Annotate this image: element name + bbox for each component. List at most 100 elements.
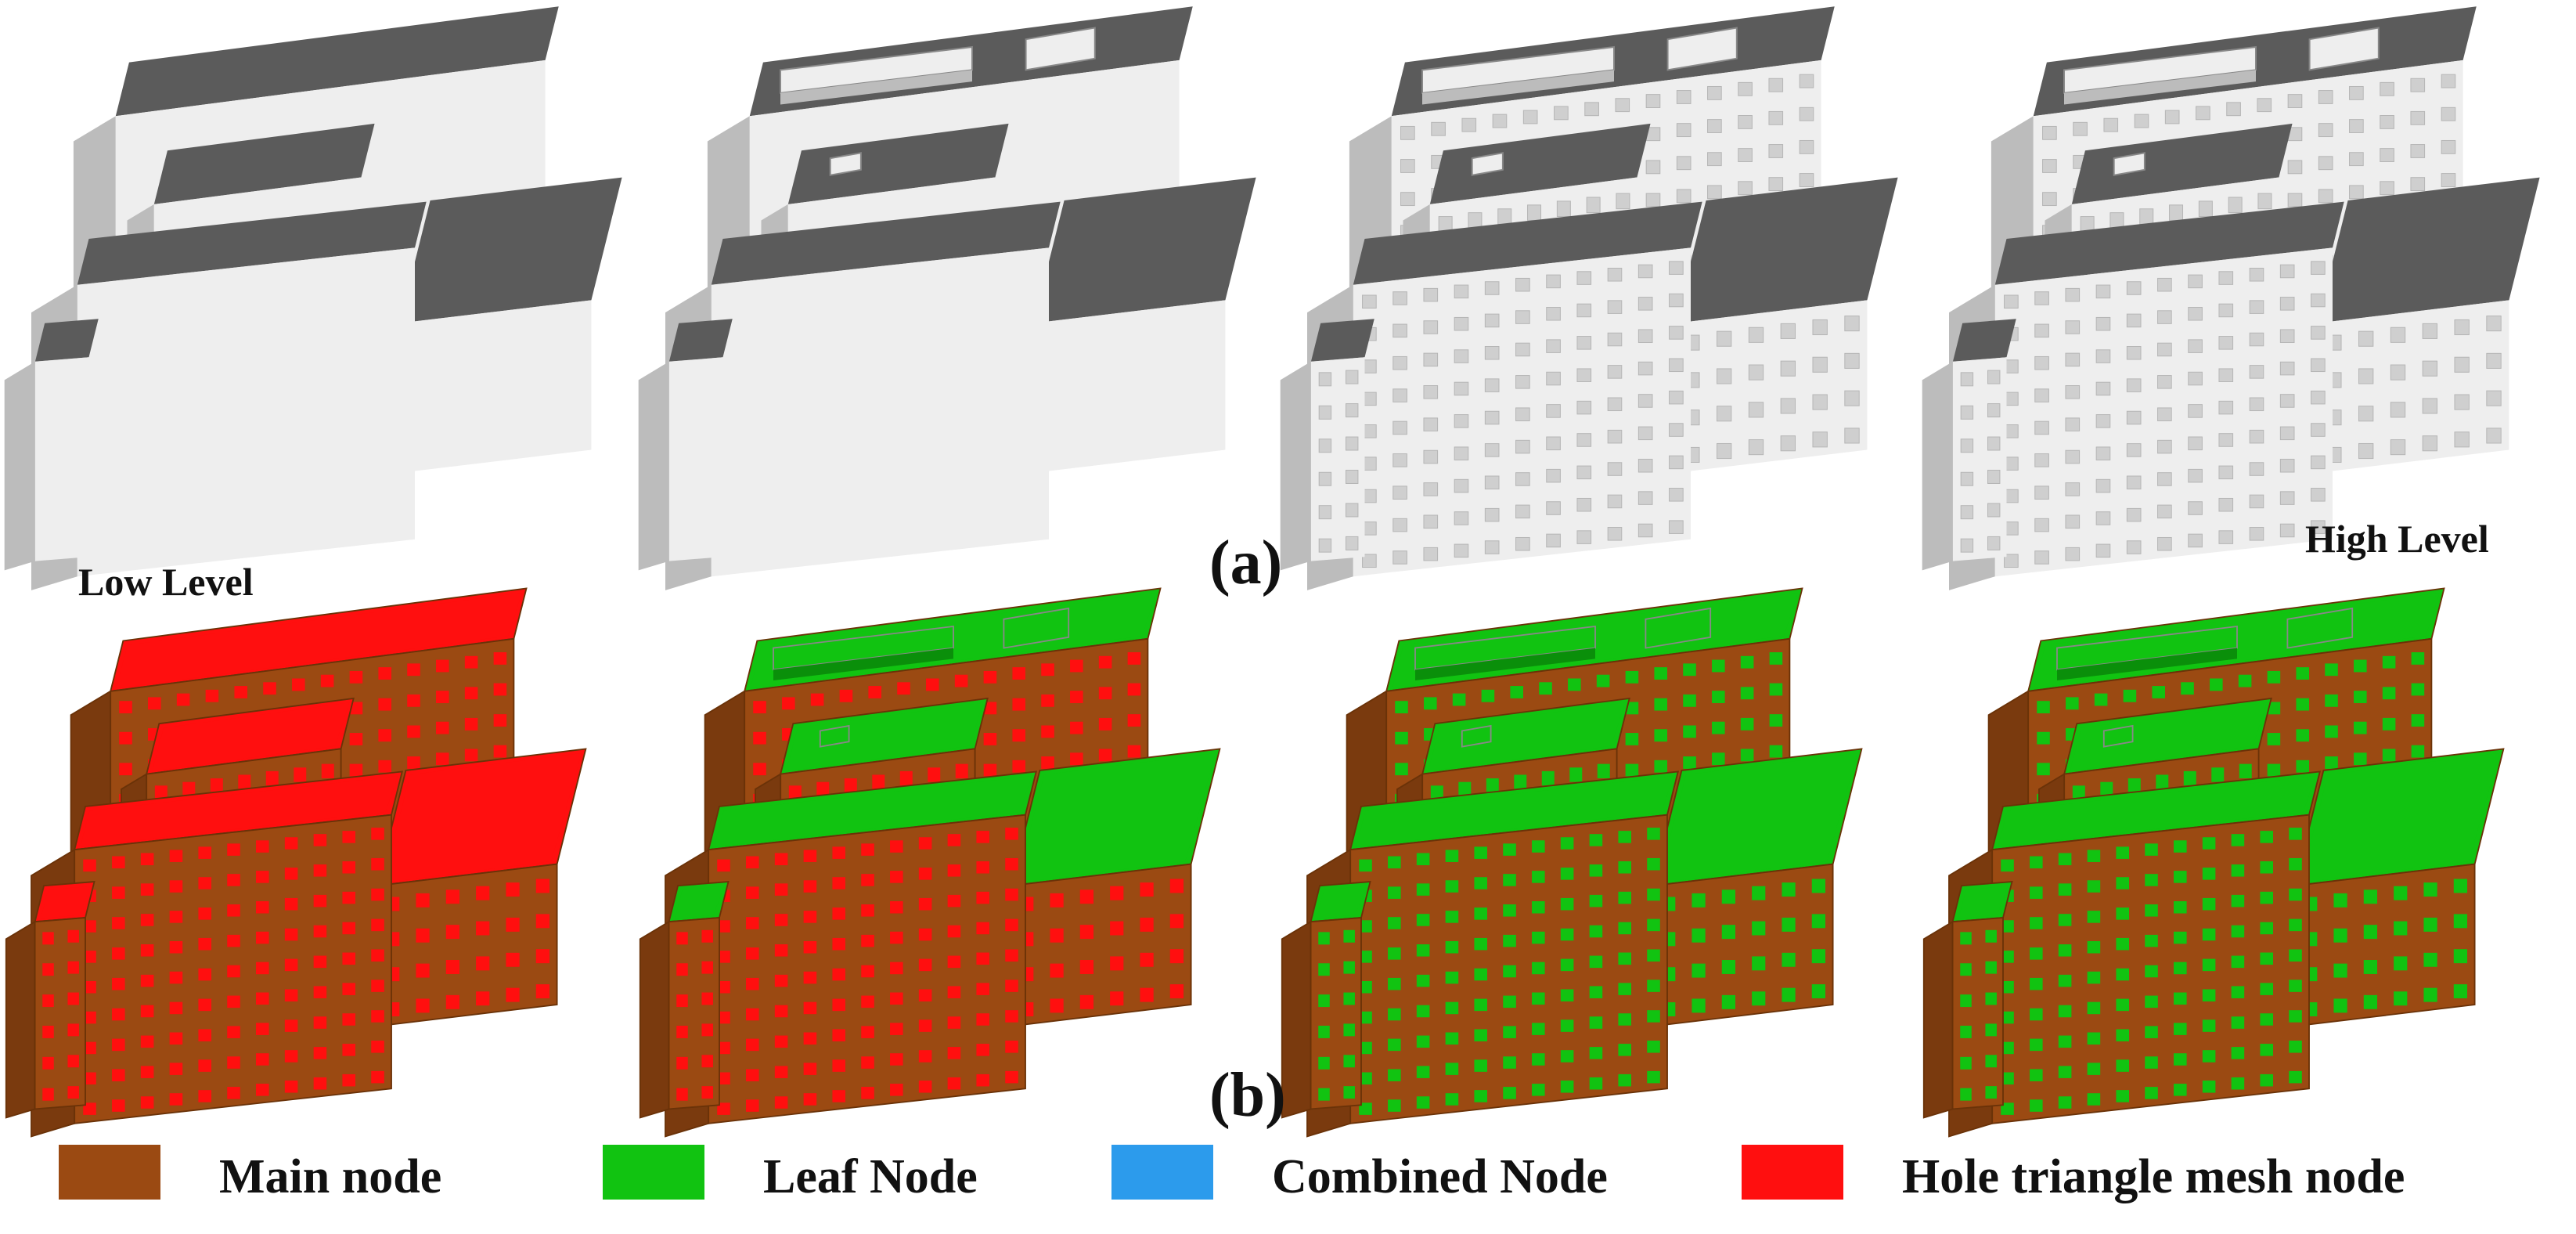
window: [1012, 729, 1025, 742]
window: [42, 963, 54, 976]
window: [493, 683, 507, 696]
window: [1416, 944, 1430, 957]
rooftop-unit: [2056, 625, 2238, 671]
window: [234, 686, 247, 698]
roof-inner: [2300, 752, 2499, 883]
window: [701, 929, 713, 943]
roof-inner: [714, 775, 1032, 847]
window: [2486, 316, 2502, 332]
window: [42, 994, 54, 1008]
row-a-lod-buildings: [4, 6, 2540, 590]
window: [2087, 1063, 2101, 1075]
window: [2116, 907, 2129, 920]
window: [205, 689, 219, 702]
window: [1740, 717, 1754, 731]
window: [2423, 987, 2437, 1002]
window: [1683, 694, 1696, 707]
window: [1748, 327, 1764, 343]
window: [2001, 859, 2014, 872]
window: [1615, 98, 1630, 113]
window: [1079, 889, 1094, 904]
window: [1669, 390, 1684, 405]
side-face: [1922, 361, 1953, 571]
window: [890, 871, 903, 883]
window: [2139, 208, 2154, 225]
window: [2058, 1035, 2072, 1048]
window: [265, 770, 279, 786]
window: [464, 717, 478, 731]
window: [2453, 949, 2468, 964]
window: [1676, 189, 1692, 204]
front-face: [2317, 300, 2509, 473]
window: [1546, 468, 1561, 483]
window: [1388, 1069, 1401, 1081]
window: [2390, 439, 2406, 456]
window: [774, 853, 788, 866]
window: [1769, 714, 1783, 727]
window: [349, 670, 363, 684]
window: [1645, 94, 1661, 108]
window: [1140, 917, 1154, 932]
window: [67, 1023, 79, 1037]
window: [169, 1001, 183, 1015]
window: [1050, 963, 1064, 978]
window: [2260, 952, 2273, 965]
window: [2001, 1041, 2014, 1055]
window: [1987, 370, 2001, 384]
window: [2296, 667, 2309, 680]
roof-inner: [674, 886, 724, 919]
window: [342, 831, 355, 843]
window: [119, 701, 132, 714]
window: [1637, 297, 1653, 311]
window: [1454, 414, 1469, 428]
window: [1359, 1041, 1372, 1055]
window: [256, 900, 269, 914]
window: [2363, 889, 2378, 904]
window: [2095, 381, 2111, 396]
window: [1738, 81, 1753, 96]
window: [284, 1081, 298, 1093]
window: [832, 937, 845, 951]
window: [227, 1026, 240, 1038]
window: [1474, 937, 1487, 951]
window: [1960, 471, 1974, 486]
row-b-node-colored-buildings: [5, 587, 2505, 1138]
lod-panel-1: [4, 6, 622, 590]
window: [436, 691, 449, 703]
window: [1318, 372, 1332, 387]
window: [313, 1047, 327, 1059]
side-face: [4, 361, 35, 571]
window: [1683, 756, 1696, 769]
window: [2116, 846, 2129, 859]
window: [198, 968, 211, 981]
window: [1395, 701, 1408, 714]
window: [2260, 983, 2273, 995]
roof-face: [1353, 201, 1702, 285]
window: [1616, 193, 1630, 210]
window: [2296, 698, 2309, 711]
window: [1522, 110, 1538, 124]
window: [313, 1077, 327, 1090]
window: [2030, 917, 2043, 929]
window: [1780, 323, 1796, 339]
window: [897, 682, 910, 695]
window: [42, 1025, 54, 1038]
window: [1692, 928, 1706, 943]
window: [1987, 436, 2001, 451]
legend-item-4: Hole triangle mesh node: [1742, 1145, 2405, 1203]
window: [83, 951, 96, 963]
window: [1318, 438, 1332, 453]
window: [2423, 917, 2437, 932]
window: [2226, 102, 2241, 117]
window: [1318, 1056, 1330, 1070]
window: [2126, 281, 2142, 295]
window: [2218, 497, 2234, 512]
window: [476, 921, 490, 936]
window: [1683, 725, 1696, 738]
window: [1589, 1047, 1603, 1059]
window: [1012, 760, 1025, 773]
window: [1960, 405, 1974, 420]
roof-inner: [1658, 752, 1857, 883]
window: [1445, 1063, 1459, 1075]
window: [284, 837, 298, 850]
